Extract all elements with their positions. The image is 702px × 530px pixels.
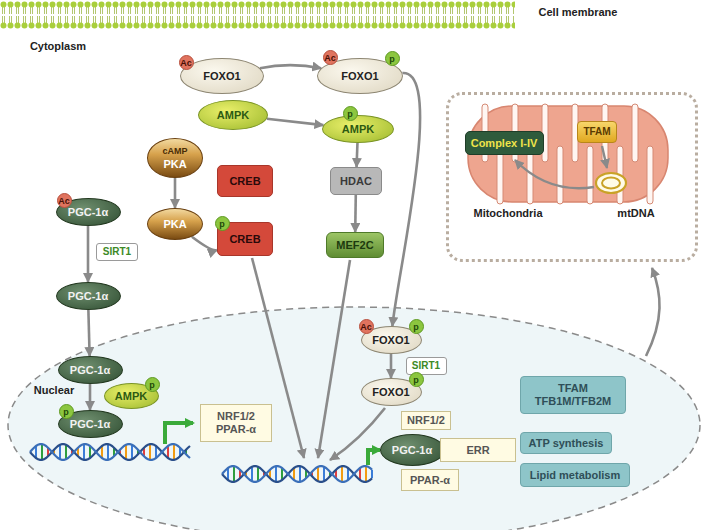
protein-ellipse: AMPK bbox=[198, 100, 268, 130]
node-text: AMPK bbox=[115, 390, 147, 403]
arrow-connector bbox=[390, 354, 393, 378]
arrow-connector bbox=[192, 237, 217, 250]
protein-ellipse: cAMP PKA bbox=[147, 138, 203, 178]
node-text: AMPK bbox=[342, 123, 374, 136]
cell-membrane bbox=[0, 0, 515, 30]
gene-box: NRF1/2 PPAR-α bbox=[200, 404, 272, 442]
enzyme-box: SIRT1 bbox=[96, 243, 138, 261]
function-box: Lipid metabolism bbox=[520, 463, 630, 487]
protein-box: TFAM bbox=[577, 121, 617, 143]
arrow-connector bbox=[355, 143, 359, 167]
tfam-to-mtdna-arrow bbox=[602, 146, 607, 168]
protein-ellipse: PGC-1α bbox=[380, 434, 445, 466]
phospho-badge: p bbox=[59, 404, 74, 419]
phospho-badge: p bbox=[409, 319, 424, 334]
node-text: ATP synthesis bbox=[529, 437, 604, 450]
function-box: ATP synthesis bbox=[520, 432, 612, 454]
node-text: ERR bbox=[466, 444, 489, 457]
node-text: TFAM bbox=[583, 126, 610, 138]
complex-box: Complex I-IV bbox=[465, 131, 544, 155]
phospho-badge: p bbox=[385, 51, 400, 66]
function-box: TFAM TFB1M/TFB2M bbox=[520, 376, 626, 414]
arrow-connector bbox=[392, 73, 420, 326]
transcription-arrow bbox=[165, 423, 193, 444]
node-text: PGC-1α bbox=[70, 364, 110, 377]
node-text: SIRT1 bbox=[103, 246, 131, 258]
node-text: cAMP bbox=[162, 146, 187, 156]
node-text: PGC-1α bbox=[68, 290, 108, 303]
region-label: Nuclear bbox=[34, 384, 74, 396]
node-text: CREB bbox=[229, 233, 260, 246]
node-text: FOXO1 bbox=[372, 386, 409, 399]
arrow-connector bbox=[88, 310, 89, 356]
node-text: FOXO1 bbox=[372, 334, 409, 347]
node-text: PPAR-α bbox=[410, 474, 450, 487]
mitochondria-panel: Mitochondria Complex I-IV TFAM bbox=[446, 92, 698, 262]
acetyl-badge: Ac bbox=[179, 55, 194, 70]
mtdna-ring bbox=[596, 173, 626, 193]
nucleus-outline bbox=[8, 307, 700, 530]
arrow-connector bbox=[260, 65, 321, 68]
node-text: MEF2C bbox=[336, 239, 373, 252]
arrow-connector bbox=[267, 119, 324, 125]
acetyl-badge: Ac bbox=[359, 319, 374, 334]
arrow-connector bbox=[174, 178, 177, 208]
acetyl-badge: Ac bbox=[57, 193, 72, 208]
mtdna-to-complex-arrow bbox=[515, 160, 594, 188]
node-text: PKA bbox=[163, 158, 186, 171]
node-text: FOXO1 bbox=[341, 70, 378, 83]
node-text: Mitochondria bbox=[473, 207, 542, 220]
gene-box: NRF1/2 bbox=[401, 411, 451, 430]
region-label: Cell membrane bbox=[539, 6, 618, 18]
arrow-connector bbox=[89, 384, 92, 410]
node-text: SIRT1 bbox=[412, 360, 440, 372]
protein-box: CREB bbox=[217, 165, 273, 197]
node-text: PGC-1α bbox=[392, 444, 432, 457]
gene-box: ERR bbox=[440, 438, 516, 462]
node-text: Complex I-IV bbox=[471, 137, 538, 150]
phospho-badge: p bbox=[145, 377, 160, 392]
protein-ellipse: AMPK bbox=[322, 115, 394, 143]
node-text: AMPK bbox=[217, 109, 249, 122]
region-label: mtDNA bbox=[617, 207, 654, 219]
phospho-badge: p bbox=[215, 216, 230, 231]
node-text: PGC-1α bbox=[70, 418, 110, 431]
node-text: FOXO1 bbox=[203, 70, 240, 83]
arrow-connector bbox=[87, 226, 90, 282]
nucleus-to-mitochondria-arrow bbox=[646, 268, 660, 356]
protein-ellipse: PKA bbox=[147, 208, 203, 240]
node-text: NRF1/2 bbox=[407, 414, 445, 427]
node-text: PKA bbox=[163, 218, 186, 231]
arrow-connector bbox=[354, 195, 357, 232]
region-label: Cytoplasm bbox=[30, 40, 86, 52]
acetyl-badge: Ac bbox=[323, 50, 338, 65]
gene-box: PPAR-α bbox=[401, 469, 459, 491]
node-text: PGC-1α bbox=[68, 206, 108, 219]
protein-ellipse: PGC-1α bbox=[58, 356, 123, 384]
protein-box: MEF2C bbox=[326, 232, 384, 258]
transcription-arrow bbox=[368, 450, 380, 465]
node-text: TFAM TFB1M/TFB2M bbox=[525, 382, 621, 407]
node-text: NRF1/2 PPAR-α bbox=[205, 410, 267, 435]
protein-ellipse: PGC-1α bbox=[56, 282, 121, 310]
node-text: CREB bbox=[229, 175, 260, 188]
phospho-badge: p bbox=[409, 372, 424, 387]
node-text: HDAC bbox=[340, 175, 372, 188]
mef2c-to-dna-arrow bbox=[318, 260, 350, 458]
node-text: Lipid metabolism bbox=[530, 469, 620, 482]
foxo1-to-dna-arrow bbox=[330, 408, 385, 460]
dna-helix bbox=[30, 444, 372, 482]
phospho-badge: p bbox=[343, 106, 358, 121]
protein-box: HDAC bbox=[330, 167, 382, 195]
